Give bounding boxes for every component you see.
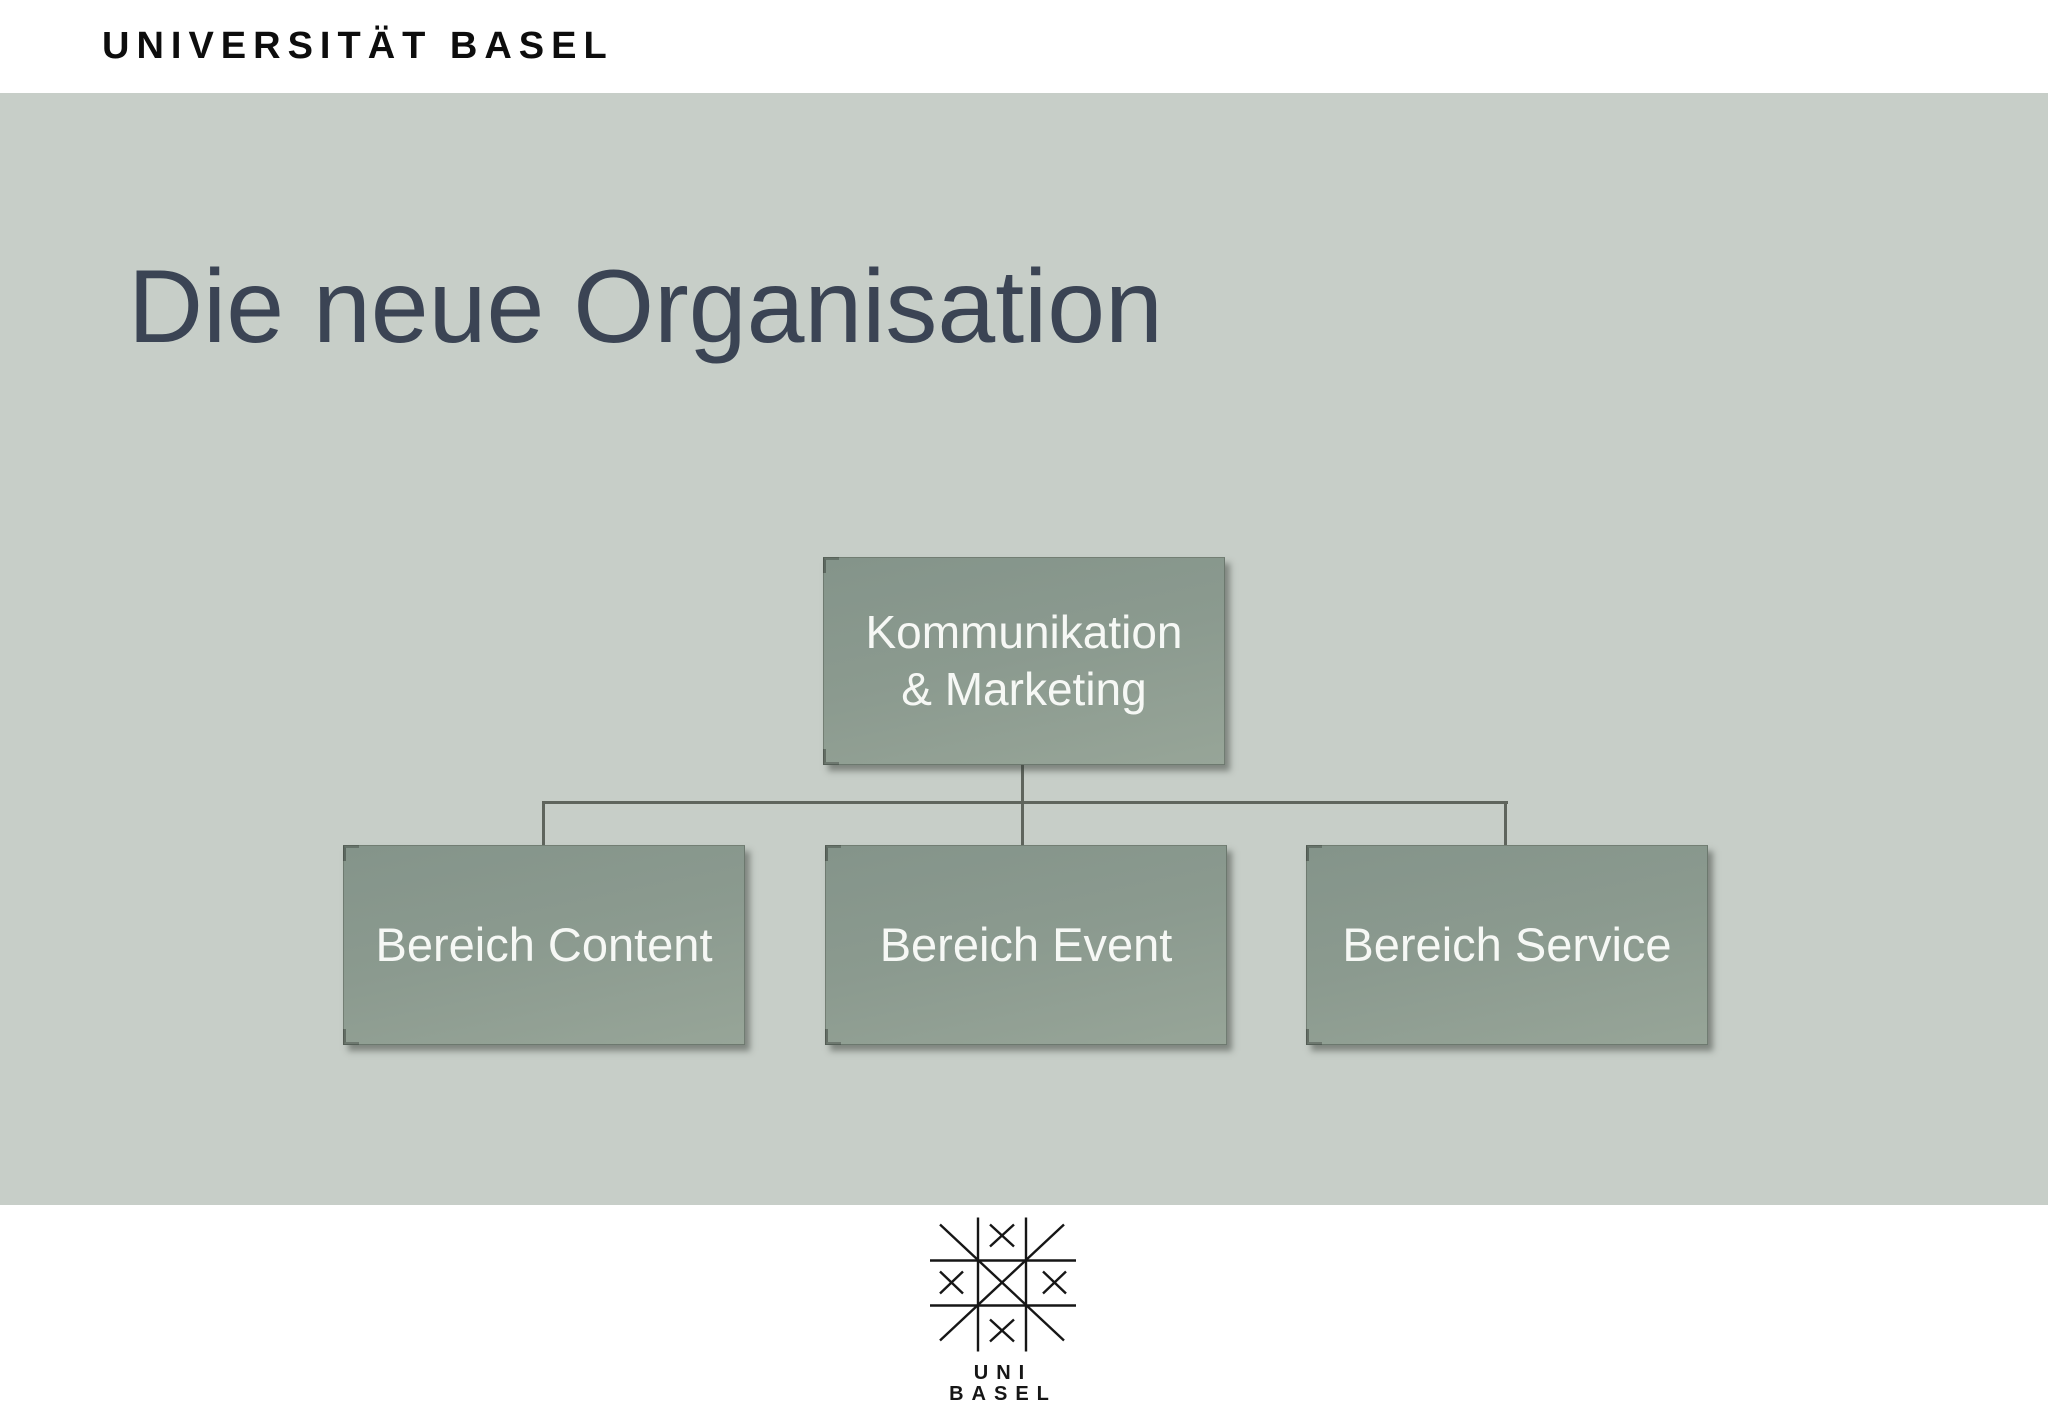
org-node-label: Bereich Event [879, 918, 1173, 971]
slide-title: Die neue Organisation [128, 249, 1163, 365]
logo-text-line-uni: UNI [973, 1362, 1033, 1384]
connector-horizontal [542, 801, 1508, 804]
org-node-label-line: Kommunikation [865, 606, 1183, 658]
uni-basel-star-icon [930, 1217, 1076, 1352]
org-node-bereich-event: Bereich Event [825, 845, 1227, 1045]
slide-canvas: Die neue Organisation Kommunikation & Ma… [0, 93, 2048, 1205]
connector-right-drop [1504, 802, 1507, 849]
footer-band: UNI BASEL [0, 1205, 2048, 1418]
header-band: UNIVERSITÄT BASEL [0, 0, 2048, 93]
logo-text-line-basel: BASEL [949, 1383, 1057, 1405]
org-node-label: Bereich Content [375, 918, 713, 971]
uni-basel-logo-text: UNI BASEL [908, 1363, 1098, 1405]
connector-left-drop [542, 802, 545, 847]
org-node-label: Bereich Service [1342, 918, 1672, 971]
org-node-bereich-content: Bereich Content [343, 845, 745, 1045]
connector-root-drop [1021, 761, 1024, 847]
org-node-label-line: & Marketing [901, 663, 1147, 715]
university-brand-text: UNIVERSITÄT BASEL [102, 25, 614, 67]
org-node-kommunikation-marketing: Kommunikation & Marketing [823, 557, 1225, 765]
org-node-bereich-service: Bereich Service [1306, 845, 1708, 1045]
